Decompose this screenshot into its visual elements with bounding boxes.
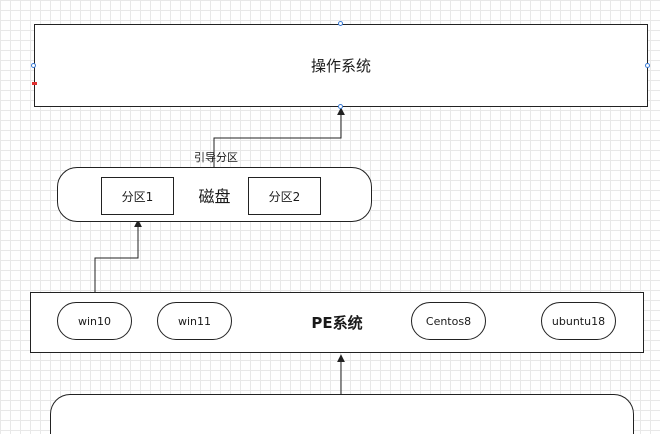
ubuntu18-label: ubuntu18 [551,314,606,328]
selection-handle-bottom[interactable] [338,104,343,109]
partition-2-label: 分区2 [268,189,301,204]
centos8-label: Centos8 [425,314,472,328]
boot-connector [213,107,345,167]
boot-partition-label: 引导分区 [194,151,238,164]
win10-label: win10 [77,314,112,328]
bottom-partial-box[interactable] [50,394,634,434]
os-box[interactable]: 操作系统 [34,24,648,107]
ubuntu18-item[interactable]: ubuntu18 [541,302,616,340]
selection-handle-right[interactable] [645,63,650,68]
connector-layer [94,107,345,400]
win10-to-partition1-connector [94,219,142,302]
partition-1-box[interactable]: 分区1 [101,177,174,215]
selection-handle-top[interactable] [338,21,343,26]
partition-2-box[interactable]: 分区2 [248,177,321,215]
win10-item[interactable]: win10 [57,302,132,340]
connection-point-marker [32,82,37,85]
centos8-item[interactable]: Centos8 [411,302,486,340]
win11-item[interactable]: win11 [157,302,232,340]
disk-box-label: 磁盘 [198,186,231,206]
selection-handle-left[interactable] [31,63,36,68]
os-box-label: 操作系统 [310,57,371,75]
partition-1-label: 分区1 [121,189,154,204]
win11-label: win11 [177,314,212,328]
pe-box-label: PE系统 [311,314,363,332]
